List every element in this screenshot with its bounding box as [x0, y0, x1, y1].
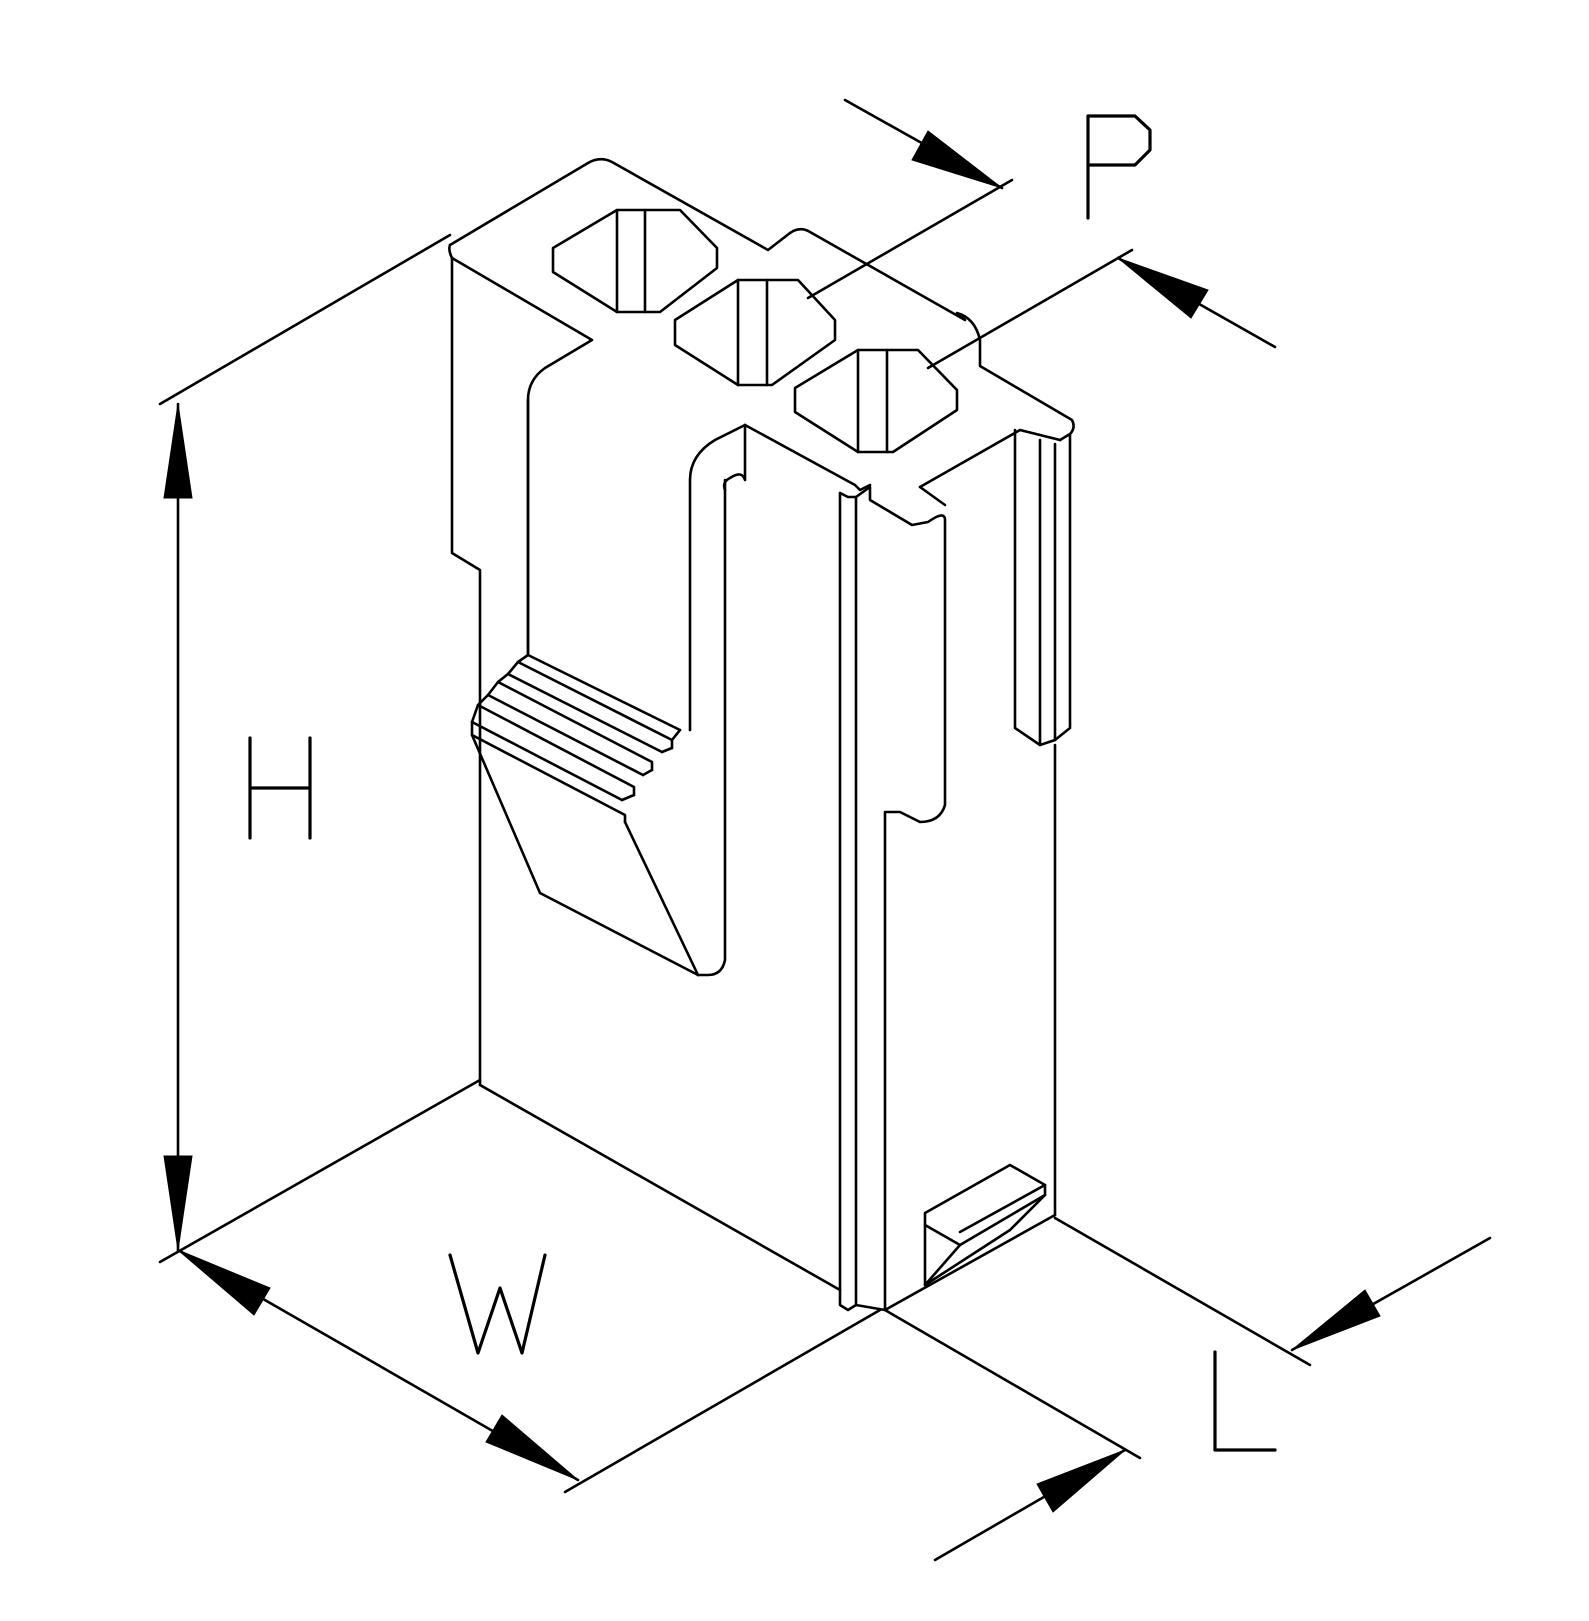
bottom-latch-block	[923, 1163, 1047, 1287]
contact-cavity-1	[551, 208, 719, 314]
label-P-glyph	[1086, 114, 1152, 220]
arrowhead-l-lower	[1036, 1449, 1126, 1513]
locking-ramp	[470, 653, 700, 977]
arrowhead-w-right	[485, 1414, 579, 1481]
label-L-glyph	[1213, 1350, 1277, 1452]
dimension-width: W	[176, 1248, 882, 1494]
dimension-height: H	[158, 233, 482, 1264]
dimension-length: L	[883, 1216, 1492, 1562]
connector-housing	[448, 157, 1075, 1312]
width-label: W	[495, 1299, 496, 1301]
arrowhead-p-left	[911, 130, 1003, 189]
arrowhead-l-upper	[1291, 1289, 1381, 1351]
arrowhead-p-right	[1117, 257, 1209, 319]
label-W-glyph	[448, 1253, 547, 1355]
length-label: L	[1240, 1399, 1241, 1401]
contact-cavity-2	[673, 278, 837, 387]
label-H-glyph	[248, 736, 312, 840]
contact-cavity-3	[793, 348, 959, 454]
pitch-label: P	[1115, 169, 1116, 171]
arrowhead-w-left	[177, 1249, 271, 1316]
arrowhead-down	[163, 1155, 193, 1251]
dimension-pitch: P	[806, 98, 1277, 370]
arrowhead-up	[163, 403, 193, 499]
